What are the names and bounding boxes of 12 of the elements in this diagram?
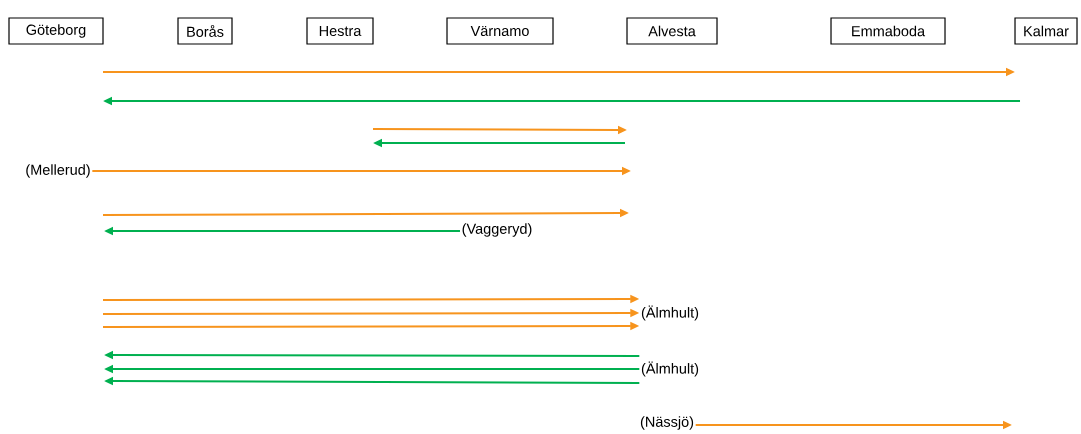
station-box: Borås xyxy=(177,17,233,45)
place-label: (Älmhult) xyxy=(641,305,699,321)
station-box: Kalmar xyxy=(1014,17,1078,45)
place-label: (Vaggeryd) xyxy=(462,223,532,237)
station-box: Emmaboda xyxy=(830,17,946,45)
place-label: (Mellerud) xyxy=(26,164,90,178)
place-label: (Nässjö) xyxy=(640,416,694,430)
station-box: Alvesta xyxy=(626,17,718,45)
station-box: Göteborg xyxy=(8,17,104,45)
station-box: Hestra xyxy=(306,17,374,45)
station-box: Värnamo xyxy=(446,17,554,45)
place-label: (Älmhult) xyxy=(641,361,699,377)
